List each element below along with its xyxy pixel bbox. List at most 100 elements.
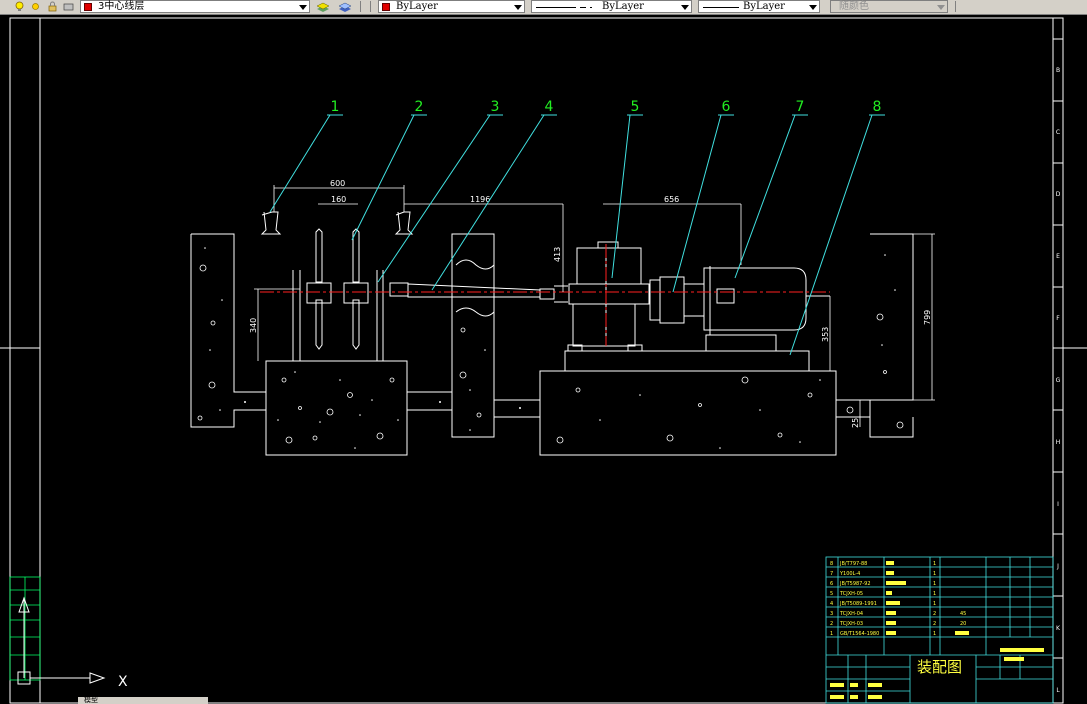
color-value: ByLayer [396,1,438,12]
part-no-3: 3 [830,611,833,617]
plotstyle-value: 随颜色 [839,1,869,12]
drive-shaft [389,259,568,317]
part-code-4: JB/T5089-1991 [839,601,877,607]
dimension-texts: 600 160 1196 656 413 340 353 799 25 [249,179,932,428]
dim-413: 413 [553,247,562,262]
left-revision-block [9,576,41,681]
linetype-preview-dot [590,7,592,8]
part-code-2: TCJXH-03 [839,621,863,627]
toolbar-separator [370,1,371,12]
layer-name: 3中心线层 [98,1,145,12]
properties-toolbar: 3中心线层 ByLayer ByLayer ByLayer 随颜色 [0,0,1087,15]
balloon-5: 5 [631,99,640,115]
part-code-6: JB/T5987-92 [839,581,871,587]
part-qty-5: 1 [933,591,936,597]
linetype-preview-dash [580,7,586,8]
dim-160: 160 [331,195,346,204]
dim-1196: 1196 [470,195,490,204]
balloon-numbers: 1 2 3 4 5 6 7 8 [331,99,882,115]
dimension-lines [254,185,935,427]
border-letter-j: J [1056,563,1059,570]
dim-656: 656 [664,195,679,204]
lock-icon[interactable] [47,1,58,12]
right-border-zones [1053,38,1063,659]
part-no-7: 7 [830,571,833,577]
border-letter-k: K [1056,625,1061,632]
concrete-specks [204,247,896,449]
center-line [260,244,830,346]
part-no-8: 8 [830,561,833,567]
border-letter-g: G [1056,377,1061,384]
coupling-and-motor [649,266,830,335]
tab-model[interactable]: 模型 [84,696,98,704]
part-no-2: 2 [830,621,833,627]
part-code-5: TCJXH-05 [839,591,863,597]
balloon-4: 4 [545,99,554,115]
part-qty-7: 1 [933,571,936,577]
border-letter-l: L [1056,687,1060,694]
chevron-down-icon [937,5,945,10]
toolbar-separator [360,1,361,12]
balloon-2: 2 [415,99,424,115]
balloon-8: 8 [873,99,882,115]
balloon-3: 3 [491,99,500,115]
part-qty-2: 2 [933,621,936,627]
lineweight-dropdown[interactable]: ByLayer [698,0,820,13]
lineweight-value: ByLayer [743,1,785,12]
part-code-1: GB/T1564-1980 [840,631,879,637]
make-object-layer-current-icon[interactable] [316,1,330,12]
concrete-texture [197,264,904,444]
drawing-area[interactable]: B C D E F G H I J K L [0,15,1087,704]
border-letter-c: C [1056,129,1060,136]
dim-600: 600 [330,179,345,188]
chevron-down-icon [809,5,817,10]
part-code-7: Y100L-4 [839,571,860,577]
part-no-4: 4 [830,601,833,607]
layer-dropdown[interactable]: 3中心线层 [80,0,310,13]
border-letter-e: E [1056,253,1060,260]
parts-list-text: 8 JB/T797-88 1 7 Y100L-4 1 6 JB/T5987-92… [830,561,966,637]
balloon-6: 6 [722,99,731,115]
left-foundation [190,233,541,456]
dim-353: 353 [821,327,830,342]
leader-lines [269,114,873,356]
border-letter-i: I [1057,501,1059,508]
drawing-title: 装配图 [917,658,962,676]
linetype-dropdown[interactable]: ByLayer [531,0,692,13]
sun-icon[interactable] [30,1,41,12]
border-letter-h: H [1056,439,1061,446]
drawing-frame [0,17,1087,704]
part-code-8: JB/T797-88 [839,561,867,567]
color-dropdown[interactable]: ByLayer [378,0,525,13]
part-qty-4: 1 [933,601,936,607]
part-material-3: 45 [960,611,966,617]
part-qty-8: 1 [933,561,936,567]
layout-tabs: 模型 [78,697,208,704]
part-material-2: 20 [960,621,966,627]
dim-340: 340 [249,318,258,333]
layer-color-swatch [84,3,92,11]
chevron-down-icon [514,5,522,10]
balloon-7: 7 [796,99,805,115]
dim-799: 799 [923,310,932,325]
border-letter-d: D [1056,191,1061,198]
plot-icon[interactable] [63,1,74,12]
toolbar-separator [955,1,956,12]
plotstyle-dropdown: 随颜色 [830,0,948,13]
chevron-down-icon [299,5,307,10]
title-block-glyphs [830,561,1044,699]
linetype-preview [536,7,576,8]
drawing-canvas[interactable]: B C D E F G H I J K L [0,15,1087,704]
border-letters: B C D E F G H I J K L [1056,67,1061,694]
lineweight-preview [703,7,739,8]
part-code-3: TCJXH-04 [839,611,863,617]
base-plates [292,270,810,372]
lightbulb-icon[interactable] [14,1,25,12]
layer-previous-icon[interactable] [338,1,352,12]
part-qty-6: 1 [933,581,936,587]
part-no-1: 1 [830,631,833,637]
color-swatch [382,3,390,11]
border-letter-f: F [1056,315,1060,322]
ucs-x-label: X [118,674,128,690]
chevron-down-icon [681,5,689,10]
